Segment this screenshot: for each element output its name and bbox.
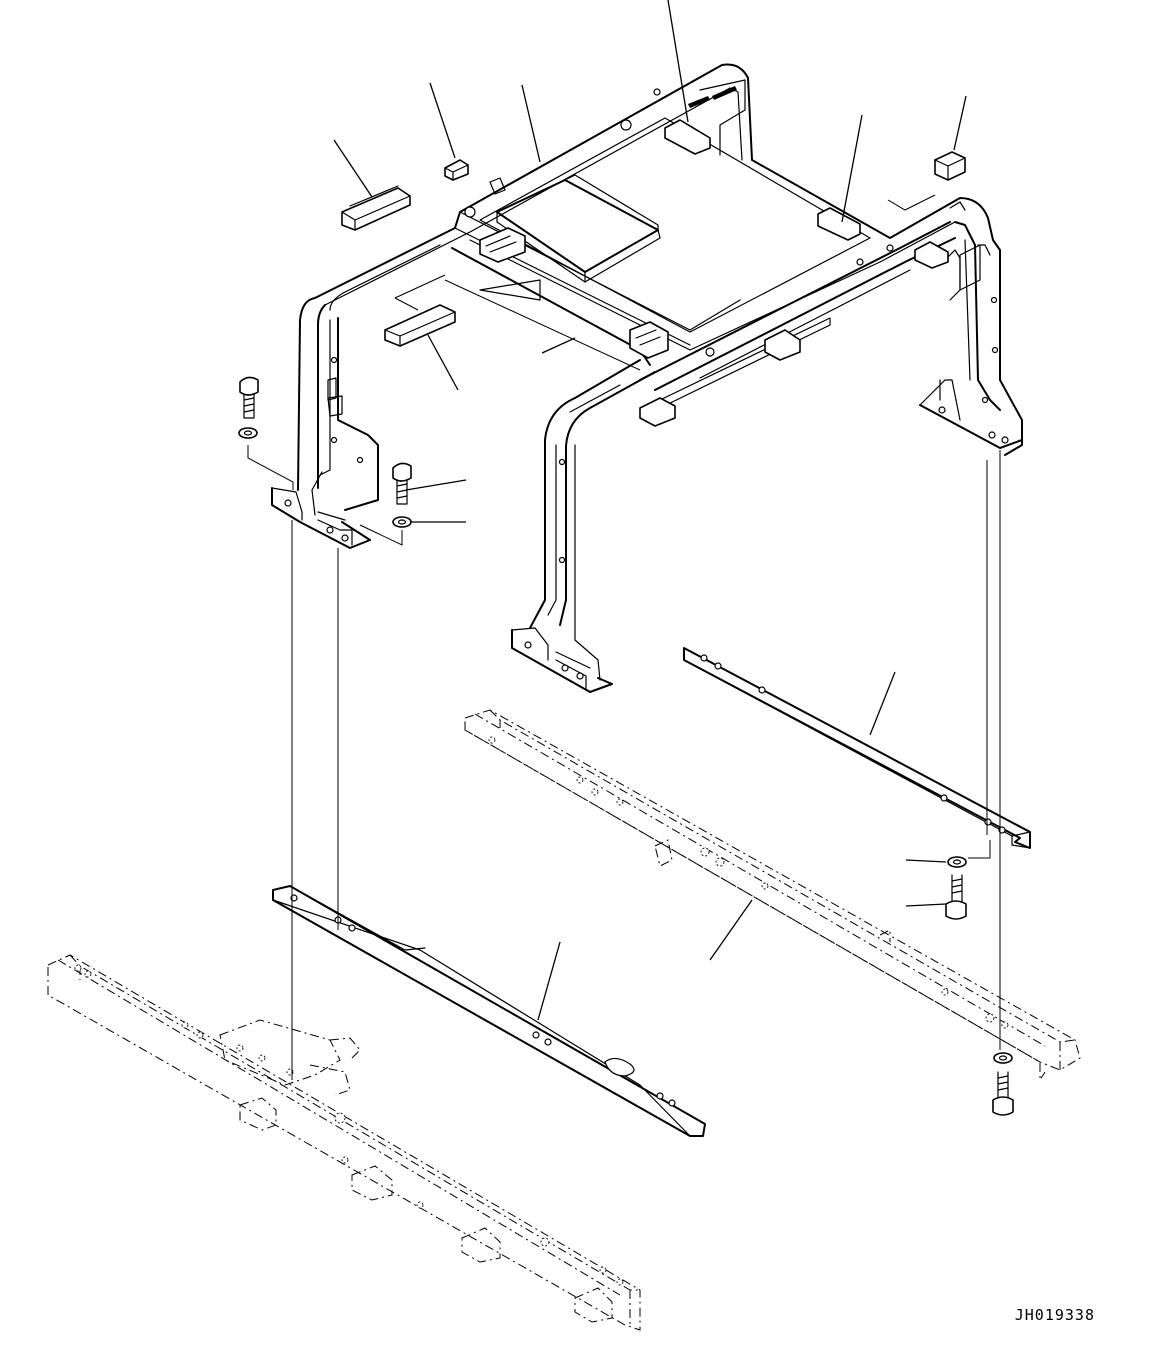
cushion-block-small <box>444 159 469 181</box>
washer-middle <box>392 516 412 528</box>
washer-bottom-right <box>993 1052 1013 1064</box>
bolt-middle <box>392 462 412 505</box>
bolt-top-left <box>239 376 259 419</box>
mount-plate-right <box>683 647 1031 849</box>
washer-right <box>947 856 967 868</box>
rops-frame <box>271 63 1023 693</box>
washer-top-left <box>238 427 258 439</box>
cushion-strip-lower <box>384 304 456 347</box>
cushion-block-right <box>934 151 966 181</box>
bolt-bottom-right <box>992 1071 1014 1116</box>
cushion-strip-left <box>341 185 411 231</box>
drawing-code-label: JH019338 <box>1014 1306 1095 1324</box>
bolt-right <box>945 874 967 920</box>
frame-rail-left-phantom <box>47 954 641 1331</box>
frame-rail-right-phantom <box>464 709 1081 1082</box>
leader-lines <box>333 0 967 1021</box>
